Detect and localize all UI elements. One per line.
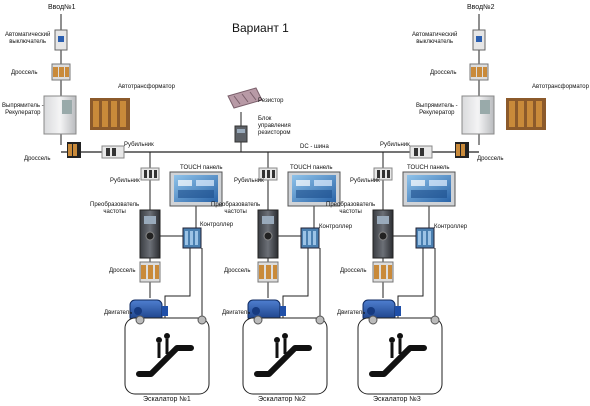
choke-6-label: Дроссель	[224, 268, 251, 274]
switch-icon-5	[373, 167, 393, 181]
drive-unit-1	[124, 167, 223, 395]
controller-1-label: Контроллер	[200, 222, 234, 228]
breaker-1-label: Автоматический выключатель	[5, 32, 51, 45]
touch-panel-2-label: TOUCH панель	[290, 165, 333, 171]
switch-icon-1	[101, 145, 125, 159]
escalator-icon-1	[124, 315, 210, 395]
input-2-label: Ввод№2	[467, 4, 495, 11]
page-title: Вариант 1	[232, 21, 289, 35]
controller-icon-2	[300, 227, 320, 249]
choke-7-label: Дроссель	[340, 268, 367, 274]
converter-cabinet-icon-3	[372, 209, 394, 259]
switch-icon-4	[258, 167, 278, 181]
choke-3-label: Дроссель	[430, 70, 457, 76]
controller-icon-3	[415, 227, 435, 249]
choke-icon-5	[139, 261, 161, 283]
converter-cabinet-icon-2	[257, 209, 279, 259]
converter-2-label: Преобразователь частоты	[211, 202, 261, 215]
escalator-icon-3	[357, 315, 443, 395]
autotransformer-icon-2	[506, 98, 546, 130]
touch-panel-icon-3	[402, 171, 456, 207]
choke-icon-7	[372, 261, 394, 283]
input-1-label: Ввод№1	[48, 4, 76, 11]
breaker-icon-2	[472, 29, 486, 51]
rectifier-cabinet-icon-1	[43, 95, 77, 135]
converter-3-label: Преобразователь частоты	[326, 202, 376, 215]
choke-icon-2	[67, 142, 81, 158]
breaker-icon-1	[54, 29, 68, 51]
switch-3-label: Рубильник	[110, 178, 140, 184]
drive-units	[124, 167, 456, 395]
choke-icon-3	[469, 63, 489, 81]
choke-1-label: Дроссель	[11, 70, 38, 76]
autotransformer-2-label: Автотрансформатор	[532, 84, 589, 90]
switch-1-label: Рубильник	[124, 142, 154, 148]
rectifier-cabinet-icon-2	[461, 95, 495, 135]
controller-3-label: Контроллер	[434, 224, 468, 230]
choke-icon-6	[257, 261, 279, 283]
touch-panel-1-label: TOUCH панель	[180, 165, 223, 171]
touch-panel-icon-2	[287, 171, 341, 207]
switch-4-label: Рубильник	[234, 178, 264, 184]
controller-2-label: Контроллер	[319, 224, 353, 230]
touch-panel-icon-1	[169, 171, 223, 207]
choke-4-label: Дроссель	[477, 156, 504, 162]
escalator-icon-2	[242, 315, 328, 395]
rectifier-2-label: Выпрямитель - Рекулератор	[416, 103, 458, 116]
choke-2-label: Дроссель	[24, 156, 51, 162]
resistor-icon	[227, 87, 263, 109]
autotransformer-1-label: Автотрансформатор	[118, 84, 175, 90]
dc-bus-label: DC - шина	[300, 144, 329, 150]
switch-5-label: Рубильник	[350, 178, 380, 184]
autotransformer-icon-1	[90, 98, 130, 130]
escalator-3-label: Эскалатор №3	[373, 396, 421, 403]
choke-icon-4	[455, 142, 469, 158]
drive-unit-3	[357, 167, 456, 395]
choke-5-label: Дроссель	[109, 268, 136, 274]
escalator-1-label: Эскалатор №1	[143, 396, 191, 403]
converter-1-label: Преобразователь частоты	[90, 202, 140, 215]
choke-icon-1	[51, 63, 71, 81]
converter-cabinet-icon-1	[139, 209, 161, 259]
breaker-2-label: Автоматический выключатель	[412, 32, 458, 45]
motor-3-label: Двигатель	[337, 310, 366, 316]
resistor-label: Резистор	[258, 98, 284, 104]
escalator-2-label: Эскалатор №2	[258, 396, 306, 403]
controller-icon-1	[182, 227, 202, 249]
resistor-control-block-icon	[234, 125, 248, 143]
rectifier-1-label: Выпрямитель - Рекулератор	[2, 103, 44, 116]
motor-1-label: Двигатель	[104, 310, 133, 316]
drive-unit-2	[242, 167, 341, 395]
switch-icon-2	[409, 145, 433, 159]
switch-2-label: Рубильник	[380, 142, 410, 148]
touch-panel-3-label: TOUCH панель	[407, 165, 450, 171]
resistor-block-label: Блок управления резистором	[258, 116, 291, 136]
switch-icon-3	[140, 167, 160, 181]
motor-2-label: Двигатель	[222, 310, 251, 316]
